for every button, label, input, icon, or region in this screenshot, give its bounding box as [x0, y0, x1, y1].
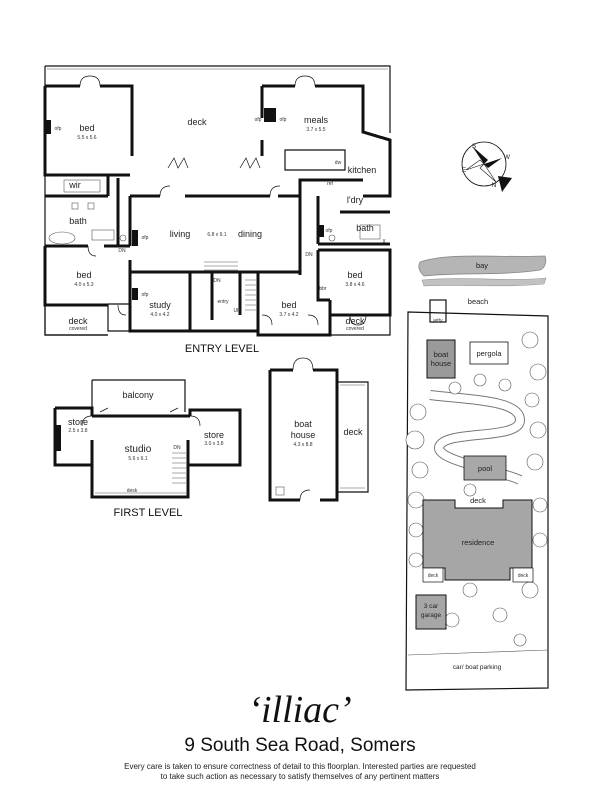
label-studio-size: 5.6 x 6.1	[128, 456, 147, 462]
label-store-right-size: 3.0 x 3.8	[204, 441, 223, 447]
label-ofp-meals-r: ofp	[280, 117, 287, 123]
site-deck: deck	[470, 496, 486, 505]
label-ofp-bed: ofp	[55, 126, 62, 132]
site-pergola: pergola	[476, 349, 502, 358]
label-bath-right: bath	[356, 223, 374, 233]
label-dn-entry: DN	[213, 278, 221, 284]
label-deck-boat: deck	[343, 427, 363, 437]
label-entry: entry	[217, 299, 229, 305]
label-ofp-study: ofp	[142, 292, 149, 298]
label-boat-house-2: house	[291, 430, 316, 440]
label-meals-size: 3.7 x 5.5	[306, 127, 325, 133]
label-boat-house-size: 4.3 x 8.8	[293, 442, 312, 448]
site-jetty: jetty	[432, 318, 443, 324]
site-boat-house-2: house	[431, 359, 451, 368]
label-bed-right-size: 3.8 x 4.6	[345, 282, 364, 288]
label-ldry: l'dry	[347, 195, 364, 205]
label-up: UP	[234, 308, 242, 314]
label-living-size: 6.8 x 9.1	[207, 232, 226, 238]
first-level-label: FIRST LEVEL	[114, 507, 183, 519]
label-deck-left-sub: covered	[69, 326, 87, 332]
compass-n: N	[492, 182, 497, 189]
site-garage-1: 3 car	[424, 603, 439, 610]
compass-s: S	[472, 143, 477, 150]
compass-rose	[461, 141, 512, 192]
label-dn-first: DN	[173, 445, 181, 451]
label-ofp-meals-l: ofp	[255, 117, 262, 123]
label-studio: studio	[125, 444, 152, 455]
site-bay: bay	[476, 261, 488, 270]
entry-level-label: ENTRY LEVEL	[185, 343, 259, 355]
property-address: 9 South Sea Road, Somers	[184, 735, 416, 756]
site-residence: residence	[462, 538, 495, 547]
label-dining: dining	[238, 229, 262, 239]
first-level-plan	[53, 379, 242, 499]
entry-level-plan	[43, 65, 392, 337]
site-pool: pool	[478, 464, 493, 473]
label-deck-right-sub: covered	[346, 326, 364, 332]
label-bed-left-size: 4.0 x 5.3	[74, 282, 93, 288]
site-beach: beach	[468, 297, 488, 306]
label-dn-right: DN	[305, 252, 313, 258]
label-ofp-bath: ofp	[326, 228, 333, 234]
label-bed-main: bed	[79, 123, 94, 133]
label-ofp-living: ofp	[142, 235, 149, 241]
label-deck-top: deck	[187, 117, 207, 127]
site-garage-2: garage	[421, 612, 442, 619]
label-bed-right: bed	[347, 270, 362, 280]
label-bed-mid: bed	[281, 300, 296, 310]
label-store-left-size: 2.5 x 3.8	[68, 428, 87, 434]
label-boat-house-1: boat	[294, 419, 312, 429]
label-bbr: bbr	[319, 286, 327, 292]
compass-w: W	[504, 154, 511, 161]
label-x: X	[382, 239, 386, 245]
label-deck-right: deck	[345, 316, 365, 326]
compass-e: E	[462, 167, 467, 174]
label-study-size: 4.0 x 4.2	[150, 312, 169, 318]
boat-house-plan	[268, 357, 369, 502]
disclaimer: Every care is taken to ensure correctnes…	[124, 762, 476, 781]
label-balcony: balcony	[122, 390, 154, 400]
label-deck-left: deck	[68, 316, 88, 326]
label-desk: desk	[127, 488, 138, 494]
label-living: living	[170, 229, 191, 239]
label-bed-mid-size: 3.7 x 4.2	[279, 312, 298, 318]
label-store-left: store	[68, 417, 88, 427]
label-dw: dw	[335, 160, 342, 166]
site-plan	[405, 255, 549, 691]
site-deck-left: deck	[428, 573, 439, 579]
site-boat-house-1: boat	[434, 350, 450, 359]
label-ref: ref	[327, 181, 333, 187]
site-parking: car/ boat parking	[453, 664, 502, 671]
label-kitchen: kitchen	[348, 165, 377, 175]
label-dn-left: DN	[118, 248, 126, 254]
property-name: ‘illiac’	[248, 689, 352, 731]
site-deck-right: deck	[518, 573, 529, 579]
label-store-right: store	[204, 430, 224, 440]
label-bath-left: bath	[69, 216, 87, 226]
label-bed-main-size: 5.5 x 5.6	[77, 135, 96, 141]
label-study: study	[149, 300, 171, 310]
label-wir: wir	[68, 180, 81, 190]
label-meals: meals	[304, 115, 329, 125]
label-bed-left: bed	[76, 270, 91, 280]
